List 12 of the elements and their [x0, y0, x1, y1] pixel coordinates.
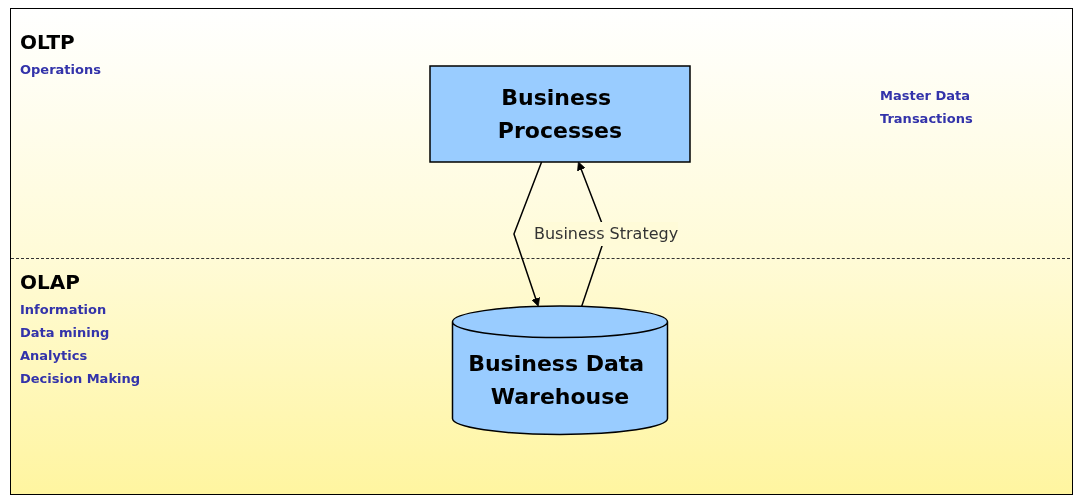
node-box: Business Processes [429, 65, 691, 163]
annotation-text: Operations [20, 62, 102, 77]
annotation-text: Information [20, 302, 108, 317]
annotation-text: Data mining [20, 325, 111, 340]
edge-label: Business Strategy [533, 223, 679, 243]
annotation-text: Master Data [880, 88, 971, 103]
annotation-text: Transactions [880, 111, 974, 126]
section-heading: OLTP [20, 30, 76, 54]
section-heading: OLAP [20, 270, 81, 294]
arrow [513, 161, 543, 307]
annotation-text: Decision Making [20, 371, 142, 386]
annotation-text: Analytics [20, 348, 89, 363]
